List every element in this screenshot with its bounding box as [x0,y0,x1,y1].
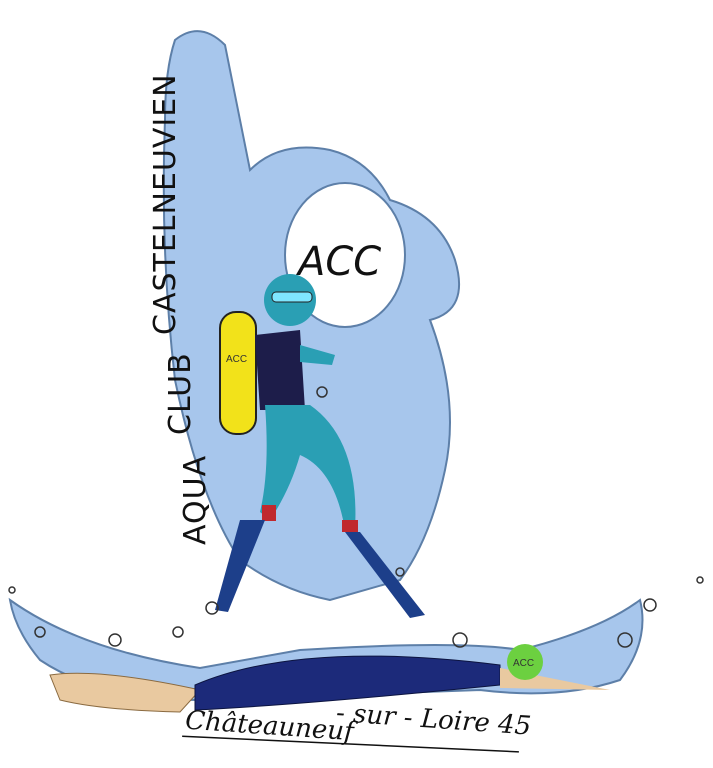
diver-legs [260,405,356,530]
club-name-word-3: CASTELNEUVIEN [148,73,183,335]
air-tank [219,311,257,435]
swimmer-fin [49,672,201,713]
club-name-word-1: AQUA [178,455,213,545]
city-part-3: Loire 45 [419,704,532,742]
club-name-word-2: CLUB [163,352,198,435]
diver-vest [255,330,305,410]
club-name: AQUA CLUB CASTELNEUVIEN [148,73,213,545]
hand-hole [284,182,406,328]
diver: ACC [215,274,425,618]
swimmer: ACC [49,644,610,713]
swim-cap [507,644,543,680]
city-caption: Châteauneuf - sur - Loire 45 [182,698,532,753]
bubbles [8,386,704,648]
city-part-2: - sur - [335,698,414,733]
city-part-1: Châteauneuf [184,706,359,748]
tank-label: ACC [226,354,247,365]
left-fin [215,520,265,612]
right-fin [345,532,425,618]
diver-mask [271,291,313,303]
center-badge-text: ACC [295,239,381,285]
cap-label: ACC [513,658,534,669]
diver-arm [300,345,335,365]
